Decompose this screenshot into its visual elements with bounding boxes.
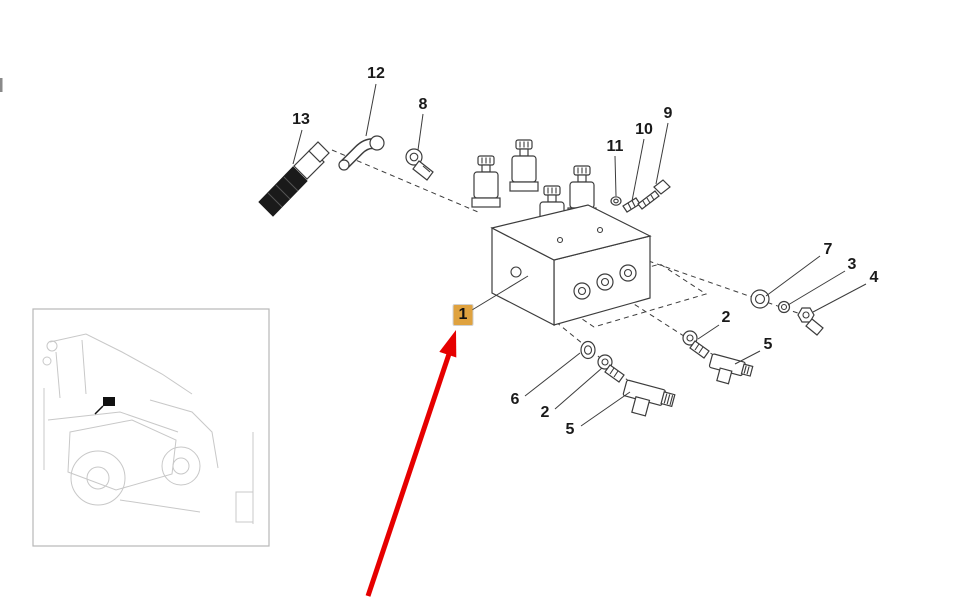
callout-6[interactable]: 6 (510, 391, 520, 408)
callout-3[interactable]: 3 (847, 256, 857, 273)
callout-11[interactable]: 11 (606, 138, 624, 155)
part-12-elbow (338, 135, 385, 171)
pointer-arrow (365, 330, 457, 597)
solenoid-valve (471, 155, 501, 208)
callout-10[interactable]: 10 (635, 121, 653, 138)
part-10-pin (622, 197, 641, 213)
part-9-bolt (637, 179, 671, 210)
callout-9[interactable]: 9 (663, 105, 673, 122)
edge-mark (0, 78, 3, 92)
solenoid-valve (509, 139, 539, 192)
callout-4[interactable]: 4 (869, 269, 879, 286)
part-5-lower-tee (622, 379, 676, 417)
part-11-washer (610, 196, 622, 206)
part-13-hose (258, 141, 330, 217)
leader-lines (292, 83, 867, 427)
part-7-washer (750, 289, 770, 309)
part-5-upper-tee (708, 353, 754, 385)
callout-5-upper[interactable]: 5 (763, 336, 773, 353)
part-8-fitting (405, 148, 434, 181)
callout-1-selected[interactable]: 1 (453, 305, 473, 325)
callout-7[interactable]: 7 (823, 241, 833, 258)
callout-8[interactable]: 8 (418, 96, 428, 113)
callout-2-lower[interactable]: 2 (540, 404, 550, 421)
part-2-lower-fitting (597, 354, 625, 383)
part-4-plug (797, 307, 824, 336)
part-6-washer (580, 340, 596, 360)
location-marker (94, 397, 115, 415)
part-2-upper-fitting (682, 330, 710, 359)
callout-2-upper[interactable]: 2 (721, 309, 731, 326)
thumbnail-border (32, 308, 270, 547)
machine-thumbnail (32, 308, 270, 547)
callout-13[interactable]: 13 (292, 111, 310, 128)
machine-sketch (42, 333, 254, 524)
callout-12[interactable]: 12 (367, 65, 385, 82)
callout-5-lower[interactable]: 5 (565, 421, 575, 438)
valve-block (490, 204, 652, 326)
part-3-ring (777, 300, 791, 314)
